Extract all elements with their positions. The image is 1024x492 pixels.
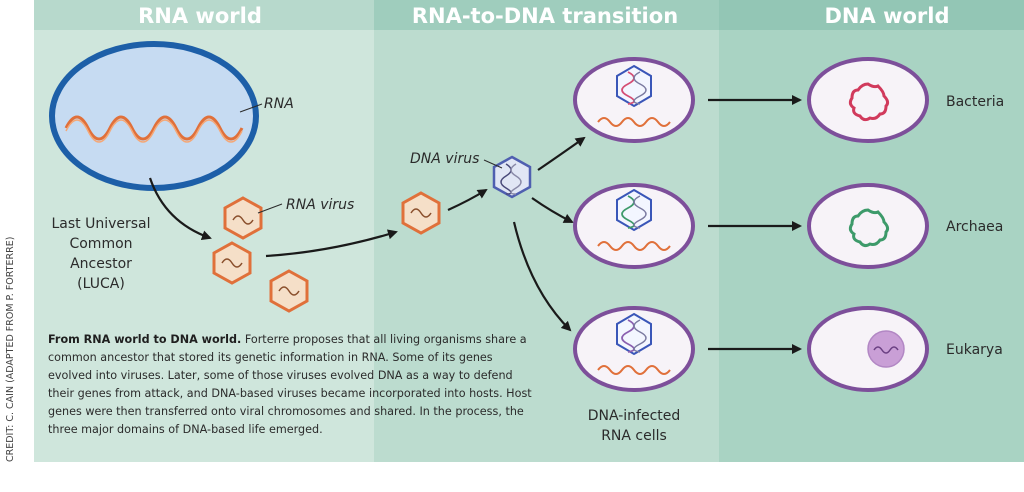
arrow-luca-to-viruses <box>148 177 212 241</box>
infected-cell-2 <box>573 183 695 269</box>
label-rna: RNA <box>264 96 294 112</box>
arrow-dna-virus-to-cell-2 <box>531 197 574 223</box>
rna-strand-luca <box>64 115 244 141</box>
credit-text: CREDIT: C. CAIN (ADAPTED FROM P. FORTERR… <box>5 237 16 462</box>
label-archaea: Archaea <box>946 219 1003 235</box>
label-luca-line2: Common <box>69 236 132 252</box>
label-infected-line2: RNA cells <box>601 428 667 444</box>
caption-body: Forterre proposes that all living organi… <box>48 333 532 436</box>
bacteria-cell <box>807 57 929 143</box>
infected-cell-3 <box>573 306 695 392</box>
rna-leader-line <box>239 103 263 113</box>
luca-cell <box>49 41 259 191</box>
figure-caption: From RNA world to DNA world. Forterre pr… <box>48 331 536 439</box>
eukarya-cell <box>807 306 929 392</box>
arrow-rna-virus-to-transition <box>265 229 398 258</box>
label-dna-virus: DNA virus <box>410 151 479 167</box>
dna-virus-leader-line <box>483 159 503 169</box>
archaea-cell <box>807 183 929 269</box>
label-luca-line1: Last Universal <box>51 216 150 232</box>
header-dna-world: DNA world <box>825 4 950 28</box>
arrow-dna-virus-to-cell-3 <box>512 221 572 332</box>
infected-cell-1 <box>573 57 695 143</box>
label-luca-line3: Ancestor <box>70 256 132 272</box>
header-transition: RNA-to-DNA transition <box>412 4 678 28</box>
rna-virus-leader-line <box>257 203 283 214</box>
caption-title: From RNA world to DNA world. <box>48 333 242 346</box>
rna-virus-3 <box>269 269 309 313</box>
rna-virus-1 <box>223 196 263 240</box>
label-infected-line1: DNA-infected <box>588 408 681 424</box>
label-luca-line4: (LUCA) <box>77 276 125 292</box>
label-rna-virus: RNA virus <box>286 197 354 213</box>
eukarya-nucleus <box>867 330 905 368</box>
label-bacteria: Bacteria <box>946 94 1004 110</box>
arrow-dna-virus-to-cell-1 <box>537 136 586 171</box>
rna-virus-2 <box>212 241 252 285</box>
rna-virus-transition <box>401 191 441 235</box>
arrow-to-dna-virus <box>447 188 488 212</box>
label-eukarya: Eukarya <box>946 342 1003 358</box>
header-rna-world: RNA world <box>138 4 262 28</box>
dna-virus <box>492 155 532 199</box>
